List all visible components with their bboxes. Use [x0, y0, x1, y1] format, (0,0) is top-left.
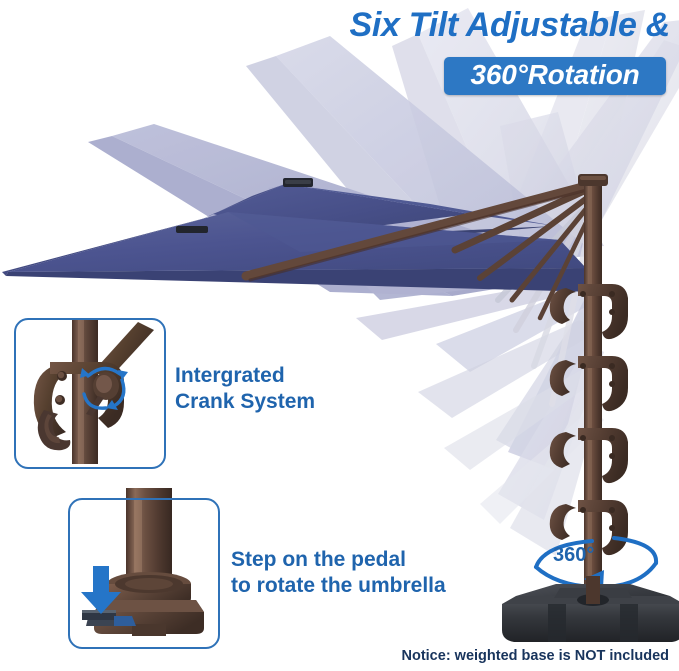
crank-callout-line1: Intergrated — [175, 364, 285, 387]
pedal-callout-text: Step on the pedal to rotate the umbrella — [231, 547, 446, 598]
boom-arm — [241, 179, 599, 281]
pedal-detail-illustration — [69, 488, 215, 643]
crank-callout-line2: Crank System — [175, 389, 316, 413]
pedal-callout-line2: to rotate the umbrella — [231, 573, 446, 597]
page-title: Six Tilt Adjustable & — [349, 6, 670, 44]
pedal-callout-box — [68, 498, 220, 649]
down-arrow-icon — [81, 566, 121, 614]
pedal-callout-line1: Step on the pedal — [231, 548, 407, 571]
rotation-badge-label: 360°Rotation — [470, 59, 640, 90]
base-not-included-notice: Notice: weighted base is NOT included — [401, 648, 670, 664]
rotation-degree-label: 360° — [553, 544, 595, 566]
crank-callout-box — [14, 318, 166, 469]
support-arms — [451, 182, 599, 321]
tilt-bracket-group — [549, 284, 628, 556]
crank-callout-text: Intergrated Crank System — [175, 363, 315, 414]
weighted-base — [502, 576, 679, 642]
rotation-badge: 360°Rotation — [444, 57, 666, 95]
crank-detail-illustration — [15, 319, 161, 464]
